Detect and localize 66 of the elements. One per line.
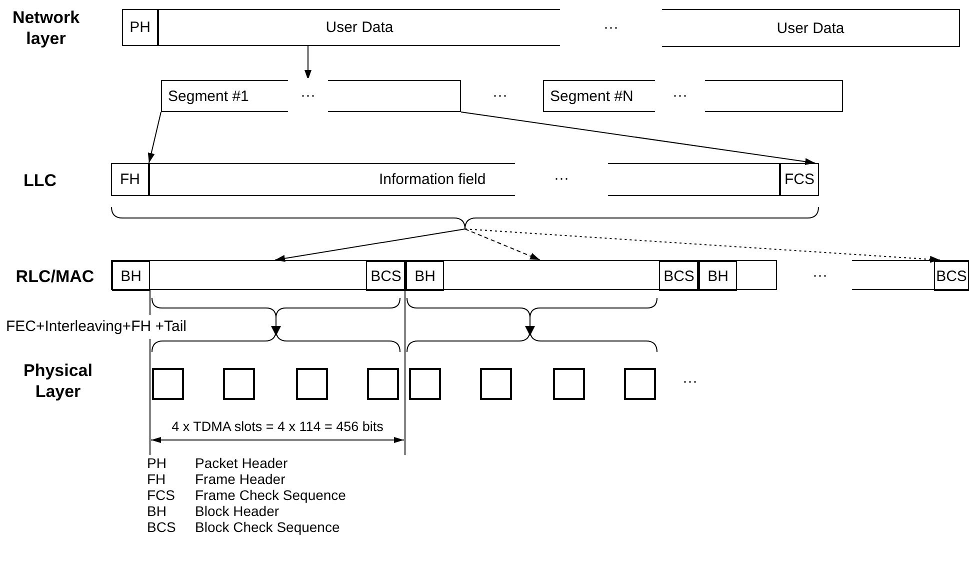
slot-box (296, 368, 328, 400)
field-box (112, 261, 150, 291)
layer-label: LLC (22, 170, 58, 192)
abbreviation-meaning: Block Check Sequence (195, 519, 341, 535)
block-box (405, 260, 698, 290)
field-label: BCS (936, 268, 967, 284)
field-label: User Data (776, 20, 844, 36)
field-label: BH (414, 268, 436, 284)
abbreviation: PH (147, 455, 168, 471)
brace (111, 207, 819, 229)
slot-box (152, 368, 184, 400)
field-box (366, 261, 406, 291)
slot-box (553, 368, 585, 400)
arrow (460, 112, 816, 166)
process-label: FEC+Interleaving+FH +Tail (6, 318, 188, 336)
ellipsis: ··· (288, 78, 328, 114)
slot-box (367, 368, 399, 400)
layer-label: Network layer (11, 7, 81, 50)
arrow (148, 112, 162, 164)
slot-box (409, 368, 441, 400)
field-label: BH (120, 268, 142, 284)
block-box (698, 260, 777, 290)
field-label: Segment #1 (168, 88, 249, 104)
field-box (122, 9, 158, 46)
abbreviation-meaning: Frame Header (195, 471, 286, 487)
abbreviation: BCS (147, 519, 177, 535)
abbreviation: FH (147, 471, 167, 487)
ellipsis: ··· (515, 161, 608, 198)
ellipsis: ··· (492, 86, 508, 106)
field-box (158, 9, 560, 46)
dashed-arrow (464, 228, 940, 263)
field-box (406, 261, 444, 291)
ellipsis: ··· (655, 78, 705, 114)
slot-box (480, 368, 512, 400)
field-label: FCS (784, 172, 814, 187)
field-box (662, 9, 960, 47)
field-box (699, 261, 737, 291)
abbreviation-meaning: Packet Header (195, 455, 289, 471)
field-label: Segment #N (550, 88, 634, 104)
slot-box (624, 368, 656, 400)
field-label: BCS (370, 268, 402, 284)
abbreviation-meaning: Frame Check Sequence (195, 487, 347, 503)
abbreviation-meaning: Block Header (195, 503, 280, 519)
block-box (111, 260, 405, 290)
field-box (659, 261, 699, 291)
abbreviation: FCS (147, 487, 176, 503)
field-box (780, 163, 819, 196)
field-label: Information field (379, 172, 486, 187)
field-label: FH (120, 172, 140, 187)
block-box (852, 260, 969, 290)
layer-label: Physical Layer (22, 360, 94, 403)
field-label: User Data (326, 20, 394, 35)
layer-label: RLC/MAC (14, 266, 96, 288)
field-label: BH (708, 268, 728, 284)
field-label: BCS (664, 268, 694, 284)
dimension-label: 4 x TDMA slots = 4 x 114 = 456 bits (170, 418, 384, 436)
ellipsis: ··· (812, 266, 828, 286)
field-box (111, 163, 149, 196)
field-label: PH (130, 20, 150, 35)
arrow (274, 228, 466, 262)
arrow (304, 46, 312, 80)
dashed-arrow (464, 228, 540, 260)
slot-box (223, 368, 255, 400)
abbreviation: BH (147, 503, 168, 519)
ellipsis: ··· (682, 372, 698, 392)
field-box (934, 261, 969, 291)
